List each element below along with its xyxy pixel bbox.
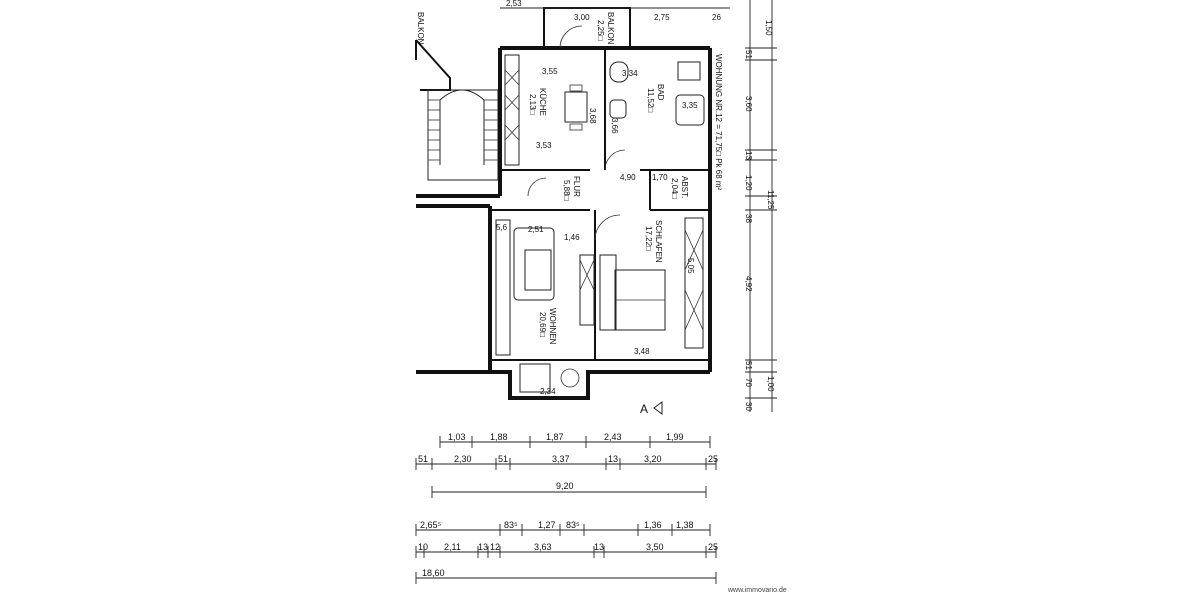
bad-area: 11,52□ [646, 88, 655, 112]
section-marker-label: A [640, 402, 648, 416]
abstellraum: ABST. 2,04□ [670, 176, 689, 199]
kueche-name: KÜCHE [538, 88, 547, 116]
flur-area: 5,88□ [562, 180, 571, 201]
inline-measures: 3,55 3,34 3,68 3,53 3,66 4,90 1,70 2,51 … [496, 67, 698, 396]
flur: FLUR 5,88□ [527, 149, 626, 201]
dimension-row-1: 1,03 1,88 1,87 2,43 1,99 [439, 432, 711, 448]
measure-label: 51 [744, 361, 753, 370]
measure-label: 1,00 [766, 376, 775, 392]
measure-label: 5,6 [496, 223, 508, 232]
wohnen: WOHNEN 20,69□ [495, 219, 595, 393]
measure-label: 3,34 [622, 69, 638, 78]
dim-label: 13 [478, 542, 488, 552]
dim-label: 13 [594, 542, 604, 552]
watermark: www.immovario.de [728, 587, 787, 594]
bad-name: BAD [656, 84, 665, 101]
dim-label: 25 [708, 454, 718, 464]
dim-label: 3,63 [534, 542, 552, 552]
measure-label: 1,20 [744, 175, 753, 191]
dim-label: 1,38 [676, 520, 694, 530]
dimension-row-5: 10 2,11 13 12 3,63 13 3,50 25 [415, 542, 718, 558]
dim-label: 3,37 [552, 454, 570, 464]
neighbor-balkon-label: BALKON [416, 12, 425, 45]
dim-label: 1,99 [666, 432, 684, 442]
balkon-name: BALKON [606, 12, 615, 45]
measure-label: 3,35 [682, 101, 698, 110]
dim-label: 1,36 [644, 520, 662, 530]
wohnen-area: 20,69□ [538, 312, 547, 337]
measure-label: 51 [744, 50, 753, 59]
dim-label: 13 [608, 454, 618, 464]
dimension-row-3: 9,20 [431, 481, 707, 498]
measure-label: 3,55 [542, 67, 558, 76]
balkon-area: 2,25□ [596, 20, 605, 41]
measure-label: 70 [744, 378, 753, 387]
measure-label: 1,70 [652, 173, 668, 182]
measure-label: 4,92 [744, 276, 753, 292]
measure-label: 3,53 [536, 141, 552, 150]
dim-label: 12 [490, 542, 500, 552]
dim-label: 2,11 [444, 542, 461, 552]
dim-label: 3,20 [644, 454, 662, 464]
flur-name: FLUR [572, 176, 581, 197]
measure-label: 26 [712, 13, 721, 22]
bath-fixtures: BAD 11,52□ [609, 61, 705, 126]
dim-label: 3,50 [646, 542, 664, 552]
right-dimension-chain: 1,50 51 3,60 13 1,20 38 4,92 51 70 30 11… [744, 0, 777, 412]
measure-label: 30 [744, 402, 753, 411]
dim-label: 2,65⁵ [420, 520, 442, 530]
measure-label: 1,46 [564, 233, 580, 242]
measure-label: 2,75 [654, 13, 670, 22]
top-dimension-line: 2,53 3,00 2,75 26 [500, 0, 730, 22]
measure-label: 3,60 [744, 96, 753, 112]
exterior-walls [416, 46, 712, 400]
dimension-row-2: 51 2,30 51 3,37 13 3,20 25 [415, 454, 718, 470]
schlafen: SCHLAFEN 17,22□ [594, 214, 704, 349]
dim-label: 1,27 [538, 520, 556, 530]
measure-label: 5,05 [686, 258, 695, 274]
measure-label: 11,25 [766, 190, 775, 210]
abst-name: ABST. [680, 176, 689, 198]
dimension-row-4: 2,65⁵ 83⁵ 1,27 83⁵ 1,36 1,38 [415, 520, 711, 536]
measure-label: 2,53 [506, 0, 522, 8]
abst-area: 2,04□ [670, 178, 679, 199]
measure-label: 38 [744, 214, 753, 223]
dim-label: 2,43 [604, 432, 622, 442]
wohnen-name: WOHNEN [548, 308, 557, 345]
dim-label: 25 [708, 542, 718, 552]
dim-label: 1,87 [546, 432, 564, 442]
dim-label: 83⁵ [504, 520, 518, 530]
dim-label: 83⁵ [566, 520, 580, 530]
schlafen-area: 17,22□ [644, 226, 653, 251]
measure-label: 2,51 [528, 225, 544, 234]
kueche-area: 2,13□ [528, 94, 537, 115]
dimension-row-6: 18,60 [415, 568, 717, 584]
section-marker: A [640, 401, 663, 416]
dim-label: 18,60 [422, 568, 445, 578]
dim-label: 9,20 [556, 481, 574, 491]
apartment-label: WOHNUNG NR.12 = 71,75□ Pk 68 m² [714, 54, 723, 191]
dim-label: 51 [498, 454, 508, 464]
measure-label: 3,00 [574, 13, 590, 22]
dim-label: 1,03 [448, 432, 466, 442]
measure-label: 3,48 [634, 347, 650, 356]
floor-plan: BALKON BALKON 2,25□ [410, 0, 790, 600]
measure-label: 4,90 [620, 173, 636, 182]
stairwell: BALKON [415, 12, 499, 181]
measure-label: 3,68 [588, 108, 597, 124]
dim-label: 2,30 [454, 454, 472, 464]
dim-label: 10 [418, 542, 428, 552]
kitchen-fixtures: KÜCHE 2,13□ [504, 54, 588, 166]
dim-label: 1,88 [490, 432, 508, 442]
measure-label: 3,66 [610, 118, 619, 134]
dim-label: 51 [418, 454, 428, 464]
interior-walls [490, 48, 710, 361]
measure-label: 2,34 [540, 387, 556, 396]
measure-label: 1,50 [764, 20, 773, 36]
measure-label: 13 [744, 151, 753, 160]
schlafen-name: SCHLAFEN [654, 220, 663, 263]
floor-plan-drawing: BALKON BALKON 2,25□ [415, 0, 777, 584]
